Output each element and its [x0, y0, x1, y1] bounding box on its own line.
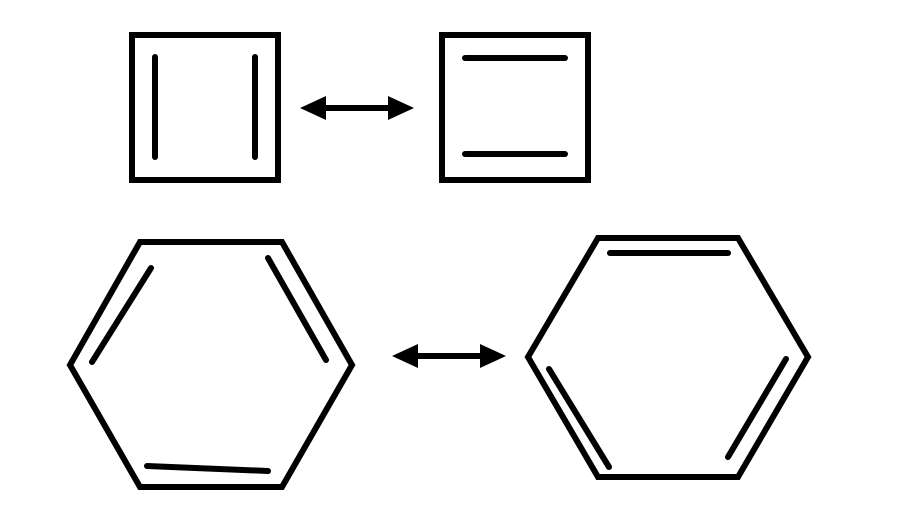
double-bond-lower-left	[546, 366, 612, 470]
double-bond-upper-left	[89, 265, 154, 365]
cyclobutadiene-structure-1	[129, 32, 281, 183]
benzene-ring-1	[66, 239, 356, 490]
resonance-arrow-head-left	[300, 96, 326, 120]
resonance-arrow-head-right	[388, 96, 414, 120]
cyclobutadiene-structure-2	[439, 32, 591, 183]
cyclobutadiene-resonance-row	[129, 32, 591, 183]
benzene-ring-2	[524, 235, 812, 480]
double-bond-bottom	[144, 463, 271, 474]
double-bond-lower-right	[725, 356, 789, 460]
resonance-arrow-2	[392, 344, 506, 368]
cyclobutadiene-ring-1	[129, 32, 281, 183]
benzene-structure-1	[66, 239, 356, 490]
benzene-resonance-row	[66, 235, 812, 490]
benzene-structure-2	[524, 235, 812, 480]
double-bond-upper-right	[265, 255, 329, 363]
cyclobutadiene-ring-2	[439, 32, 591, 183]
resonance-arrow-1	[300, 96, 414, 120]
resonance-arrow-head-left	[392, 344, 418, 368]
resonance-arrow-head-right	[480, 344, 506, 368]
